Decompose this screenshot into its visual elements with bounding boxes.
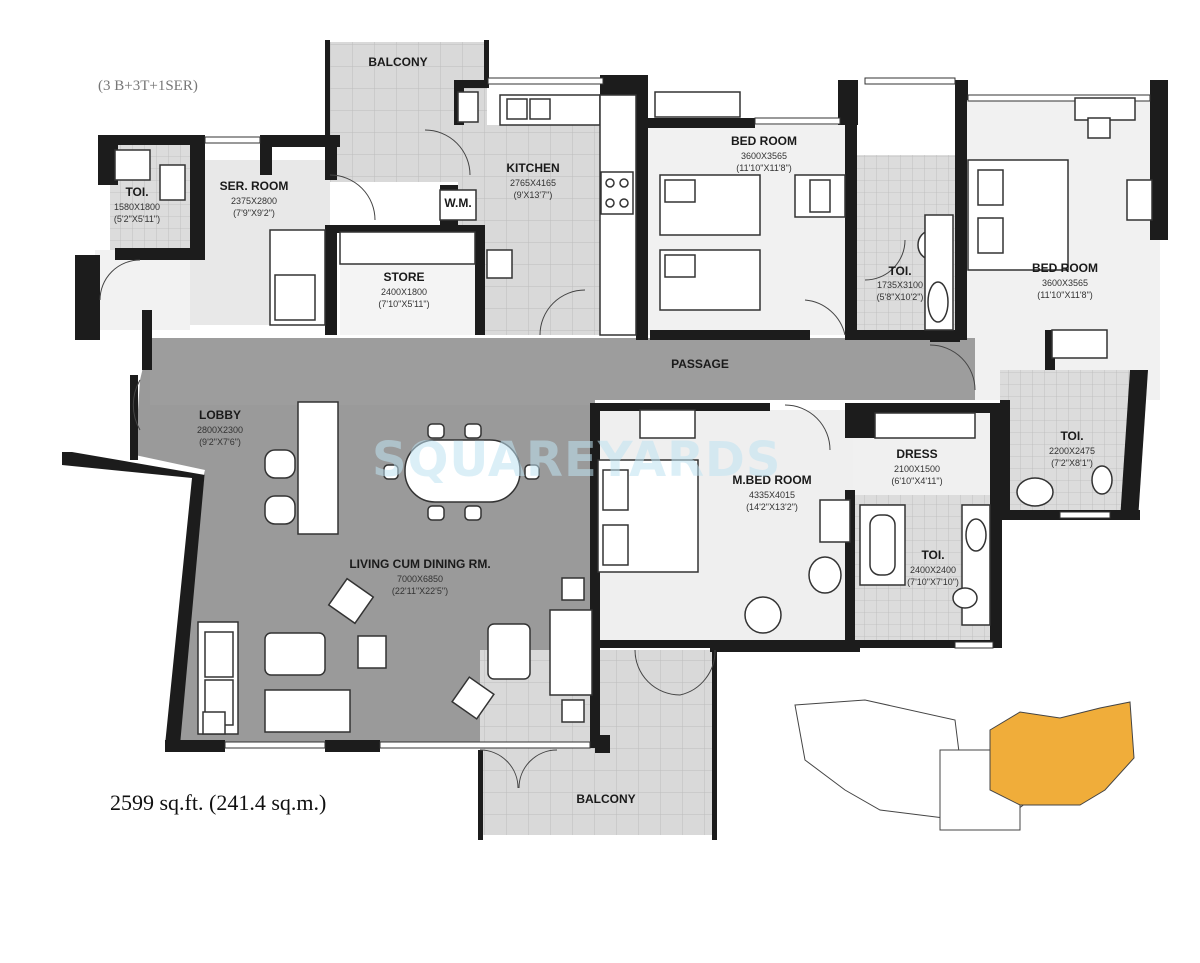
bedroom-2-dim-ft: (11'10"X11'8") bbox=[1037, 290, 1093, 300]
kitchen-dim-ft: (9'X13'7") bbox=[514, 190, 553, 200]
room-labels: BALCONY TOI. 1580X1800 (5'2"X5'11") SER.… bbox=[114, 55, 1098, 806]
bedroom-1-dim-mm: 3600X3565 bbox=[741, 151, 787, 161]
dress-dim-mm: 2100X1500 bbox=[894, 464, 940, 474]
dress-label: DRESS bbox=[896, 447, 937, 461]
servant-room-label: SER. ROOM bbox=[220, 179, 289, 193]
store-dim-mm: 2400X1800 bbox=[381, 287, 427, 297]
kitchen-dim-mm: 2765X4165 bbox=[510, 178, 556, 188]
doors bbox=[99, 129, 976, 789]
living-dining-label: LIVING CUM DINING RM. bbox=[349, 557, 490, 571]
balcony-bottom-label: BALCONY bbox=[576, 792, 635, 806]
windows bbox=[204, 77, 1151, 749]
store-label: STORE bbox=[383, 270, 424, 284]
watermark: SQUAREYARDS bbox=[372, 432, 782, 488]
servant-room-dim-mm: 2375X2800 bbox=[231, 196, 277, 206]
furniture bbox=[114, 91, 1153, 735]
walls bbox=[62, 40, 1168, 840]
bedroom-1-label: BED ROOM bbox=[731, 134, 797, 148]
balcony-top-label: BALCONY bbox=[368, 55, 427, 69]
toilet-2-dim-mm: 2200X2475 bbox=[1049, 446, 1095, 456]
toilet-servant-dim-ft: (5'2"X5'11") bbox=[114, 214, 160, 224]
toilet-2-dim-ft: (7'2"X8'1") bbox=[1051, 458, 1093, 468]
washing-machine-label: W.M. bbox=[444, 196, 471, 210]
lobby-dim-mm: 2800X2300 bbox=[197, 425, 243, 435]
kitchen-label: KITCHEN bbox=[506, 161, 559, 175]
toilet-1-dim-mm: 1735X3100 bbox=[877, 280, 923, 290]
lobby-label: LOBBY bbox=[199, 408, 241, 422]
lobby-dim-ft: (9'2"X7'6") bbox=[199, 437, 241, 447]
toilet-master-dim-ft: (7'10"X7'10") bbox=[907, 577, 959, 587]
toilet-1-dim-ft: (5'8"X10'2") bbox=[877, 292, 924, 302]
master-bedroom-dim-ft: (14'2"X13'2") bbox=[746, 502, 798, 512]
bedroom-2-label: BED ROOM bbox=[1032, 261, 1098, 275]
toilet-master-dim-mm: 2400X2400 bbox=[910, 565, 956, 575]
servant-room-dim-ft: (7'9"X9'2") bbox=[233, 208, 275, 218]
toilet-servant-dim-mm: 1580X1800 bbox=[114, 202, 160, 212]
store-dim-ft: (7'10"X5'11") bbox=[378, 299, 429, 309]
bedroom-2-dim-mm: 3600X3565 bbox=[1042, 278, 1088, 288]
config-label: (3 B+3T+1SER) bbox=[98, 78, 198, 94]
toilet-servant-label: TOI. bbox=[125, 185, 148, 199]
toilet-master-label: TOI. bbox=[921, 548, 944, 562]
master-bedroom-label: M.BED ROOM bbox=[732, 473, 811, 487]
key-plan bbox=[794, 699, 1135, 831]
toilet-1-label: TOI. bbox=[888, 264, 911, 278]
master-bedroom-dim-mm: 4335X4015 bbox=[749, 490, 795, 500]
living-dining-dim-ft: (22'11"X22'5") bbox=[392, 586, 448, 596]
toilet-2-label: TOI. bbox=[1060, 429, 1083, 443]
dress-dim-ft: (6'10"X4'11") bbox=[891, 476, 942, 486]
area-label: 2599 sq.ft. (241.4 sq.m.) bbox=[110, 790, 327, 815]
bedroom-1-dim-ft: (11'10"X11'8") bbox=[736, 163, 792, 173]
passage-label: PASSAGE bbox=[671, 357, 729, 371]
living-dining-dim-mm: 7000X6850 bbox=[397, 574, 443, 584]
